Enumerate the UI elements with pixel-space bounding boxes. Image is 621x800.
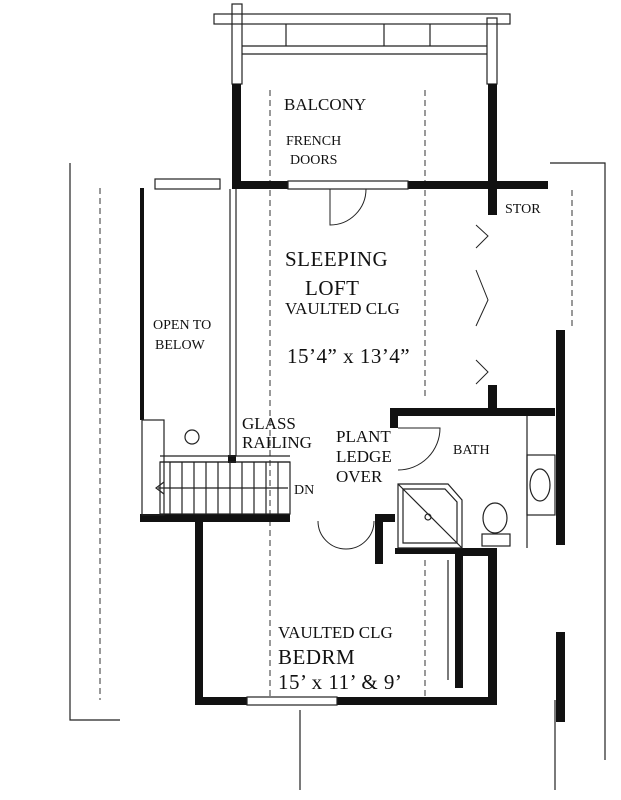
- balcony-railing: [213, 3, 511, 85]
- label-loft-size: 15’4” x 13’4”: [287, 344, 411, 368]
- label-open-to: OPEN TO: [153, 318, 212, 333]
- label-below: BELOW: [155, 338, 205, 353]
- label-bed-vaulted: VAULTED CLG: [278, 623, 393, 642]
- label-loft-vaulted: VAULTED CLG: [285, 299, 400, 318]
- label-loft: LOFT: [305, 276, 360, 300]
- stair: [141, 419, 291, 516]
- label-bedrm: BEDRM: [278, 645, 356, 669]
- label-french-doors-2: DOORS: [290, 153, 338, 168]
- balcony-wall-right: [488, 84, 497, 188]
- closet: [447, 560, 463, 680]
- label-bath: BATH: [453, 443, 490, 458]
- roof-outline: [69, 90, 606, 790]
- label-dn: DN: [294, 483, 315, 498]
- walls: [140, 181, 565, 722]
- label-over: OVER: [336, 467, 383, 486]
- doors: [317, 188, 489, 550]
- label-ledge: LEDGE: [336, 447, 392, 466]
- balcony-wall-left: [232, 84, 241, 188]
- label-railing: RAILING: [242, 433, 312, 452]
- label-sleeping: SLEEPING: [285, 247, 389, 271]
- label-glass: GLASS: [242, 414, 296, 433]
- label-plant: PLANT: [336, 427, 391, 446]
- label-balcony: BALCONY: [284, 95, 367, 114]
- bath-fixtures: [397, 416, 556, 549]
- windows: [154, 178, 409, 706]
- label-stor: STOR: [505, 202, 541, 217]
- label-bed-size: 15’ x 11’ & 9’: [278, 670, 403, 694]
- label-french-doors-1: FRENCH: [286, 134, 342, 149]
